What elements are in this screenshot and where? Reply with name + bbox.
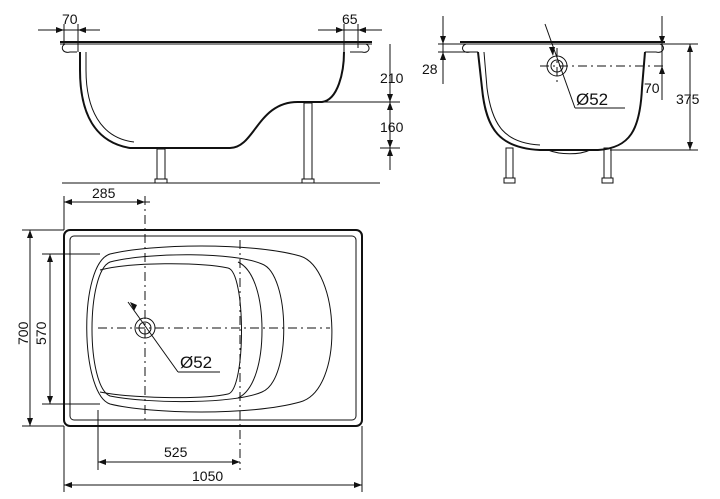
- dim-right-rim: 65: [342, 11, 358, 27]
- top-view: Ø52: [63, 196, 363, 470]
- overflow-diameter-label: Ø52: [576, 90, 608, 109]
- dim-total-length: 1050: [192, 468, 223, 484]
- dim-inner-width: 570: [33, 321, 49, 345]
- dim-left-rim: 70: [62, 11, 78, 27]
- top-view-dimensions: 285 700 570 525 1050: [15, 185, 363, 492]
- dim-total-height: 375: [676, 91, 700, 107]
- dim-half-length: 525: [164, 444, 188, 460]
- end-view-dimensions: 28 70 375: [422, 16, 700, 151]
- dim-overflow-drop: 70: [644, 80, 660, 96]
- dim-drain-offset: 285: [92, 185, 116, 201]
- drain-diameter-label: Ø52: [180, 353, 212, 372]
- dim-lower-height: 160: [380, 119, 404, 135]
- dim-rim-thickness: 28: [422, 61, 438, 77]
- end-view: Ø52: [460, 23, 665, 184]
- dim-outer-width: 700: [15, 321, 31, 345]
- dim-upper-height: 210: [380, 70, 404, 86]
- side-view: [60, 41, 380, 184]
- side-view-dimensions: 70 65 210 160: [38, 11, 404, 170]
